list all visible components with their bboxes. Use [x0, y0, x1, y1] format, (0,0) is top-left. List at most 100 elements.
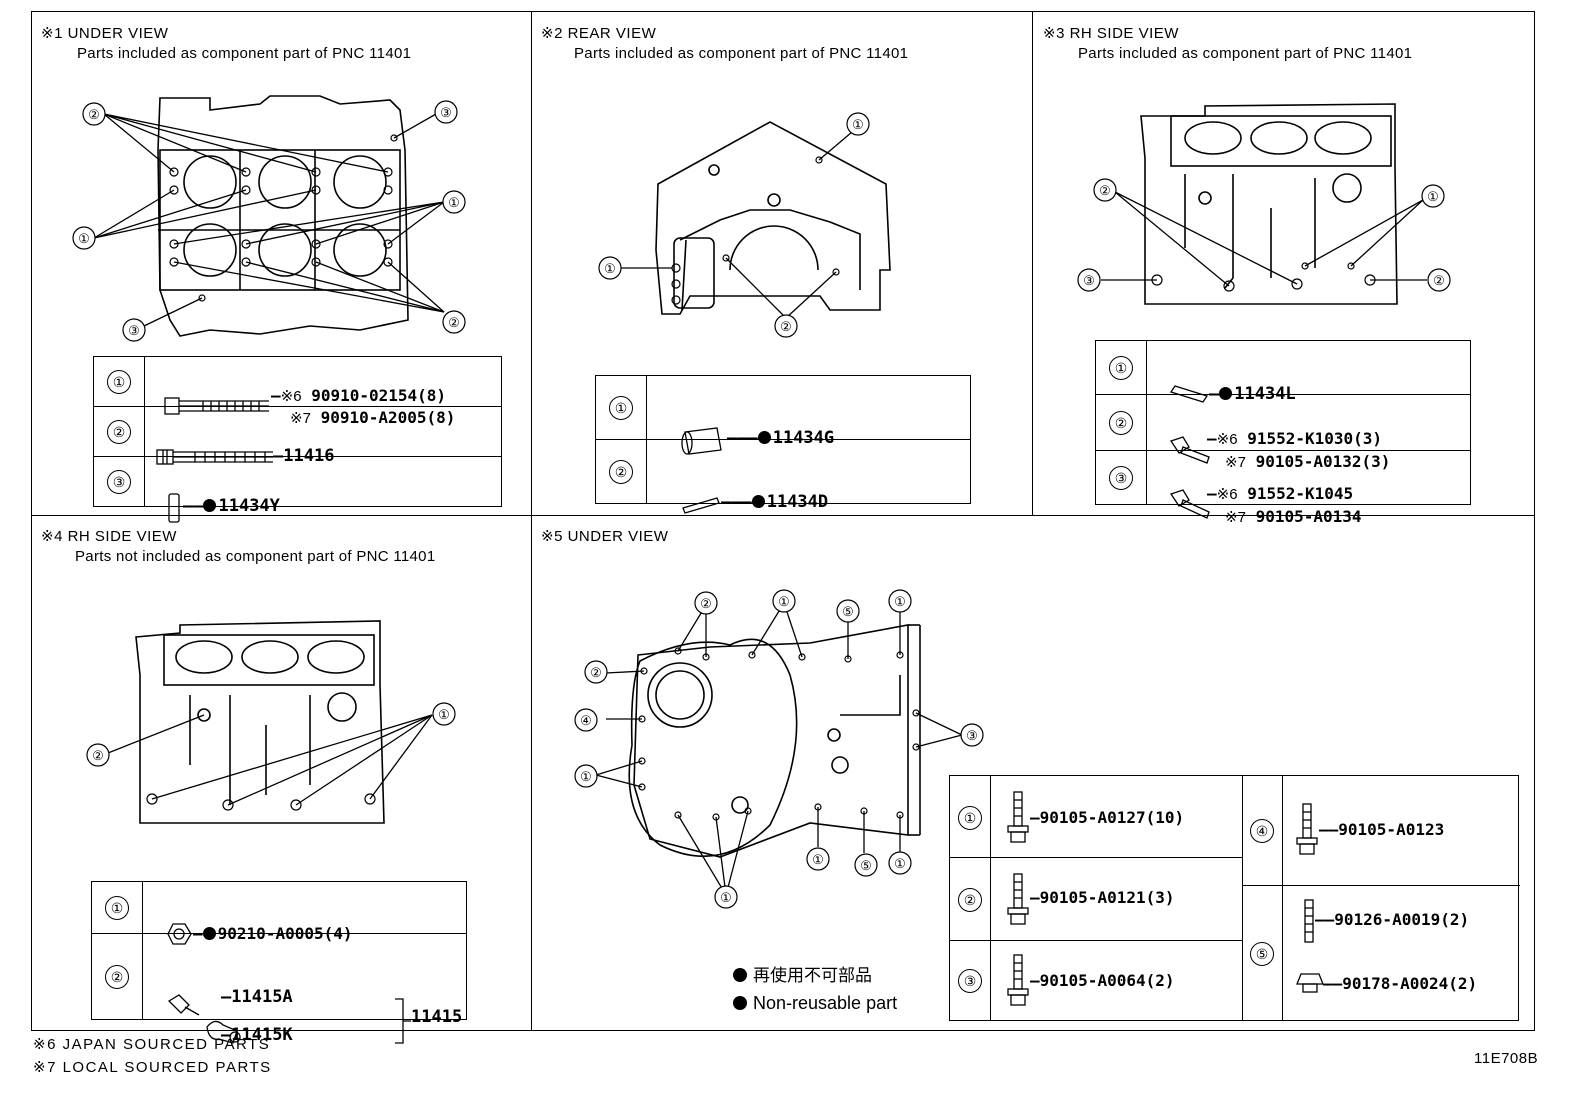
panel-5-under-view-illustration: ② ① ⑤ ① ② ④ ① ① ① ⑤ ① ③	[574, 589, 984, 909]
p1-row-3: ③ ——11434Y	[93, 456, 502, 523]
p5-callout-2a: ②	[700, 596, 712, 611]
p5-callout-3: ③	[966, 728, 978, 743]
p5-callout-5a: ⑤	[842, 604, 854, 619]
p5-row-5-part-1: 90126-A0019(2)	[1334, 910, 1470, 929]
p2-row-2-part: 11434D	[766, 491, 829, 512]
p2-callout-1b: ①	[852, 117, 864, 132]
panel-4-parts-table: ① —90210-A0005(4) ② —11415A —11415K 1141…	[91, 881, 467, 1045]
legend-en: Non-reusable part	[753, 993, 898, 1013]
panel-2-subtitle: Parts included as component part of PNC …	[574, 45, 909, 62]
p1-row-1-part-1: 90910-02154(8)	[311, 385, 447, 405]
p5-row-2-num: ②	[958, 888, 982, 912]
p2-row-1: ① ———11434G	[595, 375, 971, 455]
panel-4-subtitle: Parts not included as component part of …	[75, 548, 436, 565]
p3-row-2-part-2: 90105-A0132(3)	[1255, 451, 1391, 471]
p3-row-3-part-2: 90105-A0134	[1255, 506, 1362, 526]
p1-row-1-num: ①	[107, 369, 131, 394]
flange-bolt-icon	[1007, 791, 1029, 843]
panel-3-subtitle: Parts included as component part of PNC …	[1078, 45, 1413, 62]
p5-callout-5b: ⑤	[860, 858, 872, 873]
p2-row-1-part: 11434G	[772, 427, 835, 448]
p1-row-3-num: ③	[107, 469, 131, 494]
p5-row-1: ① —90105-A0127(10)	[950, 776, 1243, 857]
p3-row-3: ③ —※6 91552-K1045 ※7 90105-A0134	[1095, 450, 1471, 526]
panel-3-side-view-illustration: ② ① ② ③	[1077, 103, 1451, 305]
p5-callout-4: ④	[580, 713, 592, 728]
p3-callout-2a: ②	[1099, 183, 1111, 198]
p5-row-5-num: ⑤	[1250, 942, 1274, 966]
legend-dot-en	[733, 996, 747, 1010]
p1-row-1-part-2: 90910-A2005(8)	[320, 407, 456, 427]
panel-5-title: ※5 UNDER VIEW	[541, 528, 669, 545]
p5-row-5-part-2: 90178-A0024(2)	[1342, 974, 1478, 993]
p5-callout-1c: ①	[580, 769, 592, 784]
panel-2-title: ※2 REAR VIEW	[541, 25, 657, 42]
p2-row-2-nonreusable-dot	[751, 494, 765, 508]
p1-callout-1a: ①	[78, 231, 90, 246]
pin-icon	[1169, 384, 1209, 403]
panel-5-parts-table: ① —90105-A0127(10) ② —90105-A0121(3) ③ —…	[949, 775, 1520, 1022]
p5-row-5: ⑤ ——90126-A0019(2) ——90178-A0024(2)	[1243, 886, 1520, 1022]
p2-callout-1a: ①	[604, 261, 616, 276]
panel-1-parts-table: ① —※6 90910-02154(8) ※7 90910-A2005(8) ②…	[93, 356, 502, 523]
p3-row-1-part: 11434L	[1234, 383, 1296, 404]
legend-dot-ja	[733, 968, 747, 982]
p3-callout-3: ③	[1083, 273, 1095, 288]
p3-row-2-mark-2: ※7	[1225, 453, 1246, 471]
p1-row-2-num: ②	[107, 419, 131, 444]
footer-note-7: ※7 LOCAL SOURCED PARTS	[33, 1059, 272, 1076]
panel-1-engine-block-illustration: ② ① ① ② ③ ③	[72, 95, 466, 342]
panel-2-parts-table: ① ———11434G ② ———11434D	[595, 375, 971, 514]
p1-row-3-part: 11434Y	[218, 495, 280, 516]
p5-row-2: ② —90105-A0121(3)	[950, 858, 1243, 940]
flange-bolt-icon	[1007, 873, 1029, 925]
p3-row-2: ② —※6 91552-K1030(3) ※7 90105-A0132(3)	[1095, 394, 1471, 471]
p4-row-2-num: ②	[105, 964, 129, 989]
long-bolt-icon	[164, 396, 269, 415]
p4-row-2: ② —11415A —11415K 11415	[91, 933, 467, 1045]
p5-callout-1e: ①	[812, 852, 824, 867]
p4-callout-2: ②	[92, 748, 104, 763]
p3-row-1: ① —11434L	[1095, 340, 1471, 404]
p3-row-3-mark-2: ※7	[1225, 508, 1246, 526]
p3-row-1-nonreusable-dot	[1219, 386, 1233, 400]
p3-row-3-num: ③	[1109, 465, 1133, 490]
legend-ja: 再使用不可部品	[753, 966, 872, 986]
flange-bolt-icon	[1296, 803, 1318, 855]
panel-5-border	[531, 515, 1535, 1031]
panel-3-parts-table: ① —11434L ② —※6 91552-K1030(3) ※7 90105-…	[1095, 340, 1471, 526]
p1-row-1-mark-1: ※6	[280, 387, 302, 405]
flange-bolt-icon	[1007, 954, 1029, 1006]
p3-row-1-num: ①	[1109, 355, 1133, 380]
p5-callout-1f: ①	[894, 856, 906, 871]
stud-bolt-icon	[156, 448, 273, 465]
hollow-dowel-icon	[681, 426, 722, 455]
nonreusable-legend: 再使用不可部品 Non-reusable part	[733, 962, 897, 1017]
p4-row-1-part: 90210-A0005(4)	[217, 923, 353, 943]
p5-row-2-part: 90105-A0121(3)	[1039, 888, 1175, 907]
p4-callout-1: ①	[438, 707, 450, 722]
p5-row-3-num: ③	[958, 969, 982, 993]
p4-row-2-assembly: 11415	[411, 1006, 463, 1027]
panel-4-side-view-illustration: ① ②	[86, 620, 456, 824]
p5-callout-1b: ①	[894, 594, 906, 609]
p5-row-1-num: ①	[958, 806, 982, 830]
p5-row-3-part: 90105-A0064(2)	[1039, 971, 1175, 990]
p4-row-1-nonreusable-dot	[202, 926, 216, 940]
p5-callout-1d: ①	[720, 890, 732, 905]
diagram-code: 11E708B	[1474, 1050, 1539, 1067]
p3-row-2-num: ②	[1109, 410, 1133, 435]
panel-4-title: ※4 RH SIDE VIEW	[41, 528, 177, 545]
p2-row-1-nonreusable-dot	[757, 430, 771, 444]
flange-bolt-icon	[1169, 488, 1210, 519]
panel-3-title: ※3 RH SIDE VIEW	[1043, 25, 1179, 42]
p4-row-2-part-2: 11415K	[231, 1024, 293, 1045]
p1-row-2-part: 11416	[283, 445, 335, 466]
flange-nut-icon	[1296, 973, 1324, 993]
p1-callout-1b: ①	[448, 195, 460, 210]
p4-row-1: ① —90210-A0005(4)	[91, 881, 467, 945]
p5-row-1-part: 90105-A0127(10)	[1039, 808, 1185, 827]
p5-callout-1a: ①	[778, 594, 790, 609]
plug-nut-icon	[167, 922, 192, 945]
p2-row-2-num: ②	[609, 459, 633, 484]
